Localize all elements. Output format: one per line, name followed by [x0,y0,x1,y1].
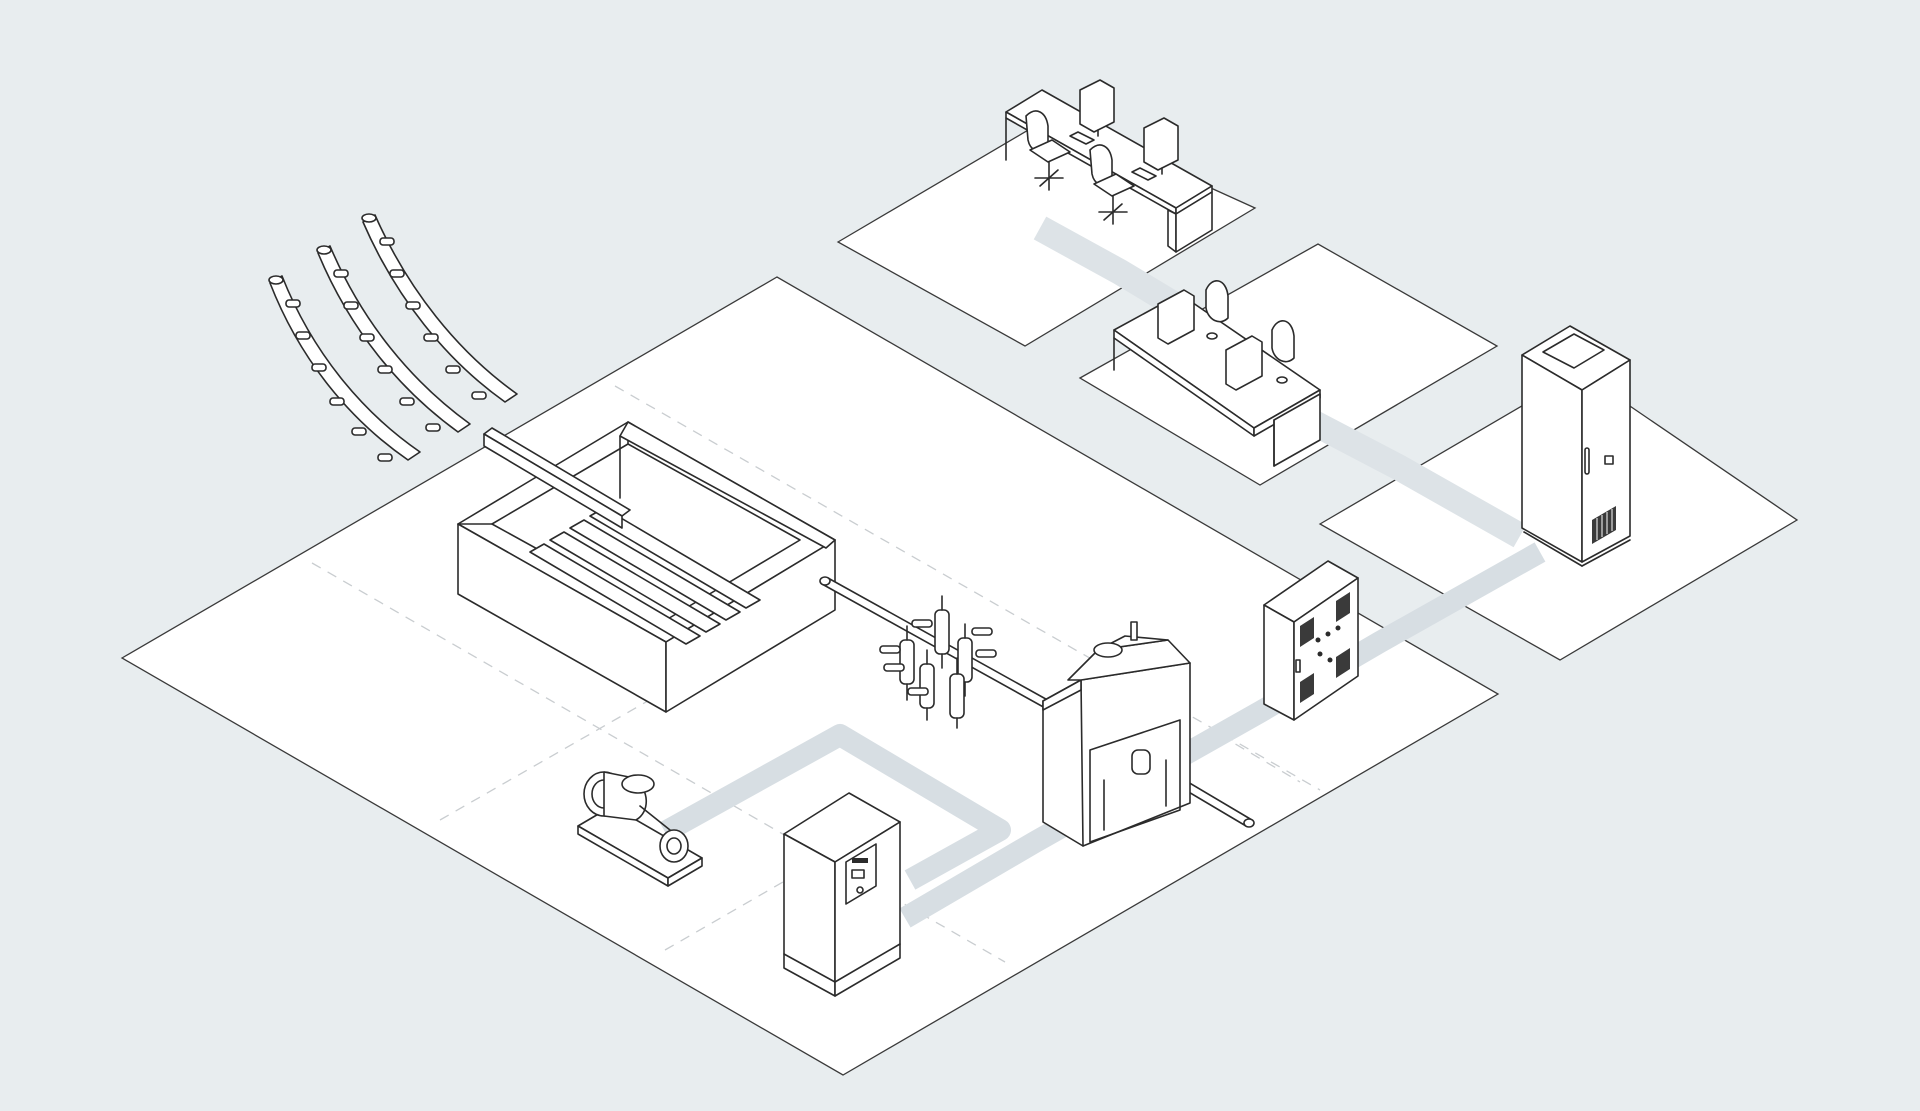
office-chair-1 [1025,110,1071,191]
office-workstations [1005,79,1213,253]
cooling-tank-with-busbars [457,421,836,713]
enclosure-with-shaft [1042,621,1191,847]
motor-pump [577,771,703,887]
electrical-panel [1263,560,1359,721]
open-plan-desks [1113,280,1321,467]
office-chair-2 [1089,144,1135,225]
floor-control-cabinet [783,792,901,997]
office-platform-middle [1078,243,1499,486]
server-rack [1521,325,1631,567]
power-line-insulator-strings [268,213,518,462]
insulator-assembly [879,595,997,729]
